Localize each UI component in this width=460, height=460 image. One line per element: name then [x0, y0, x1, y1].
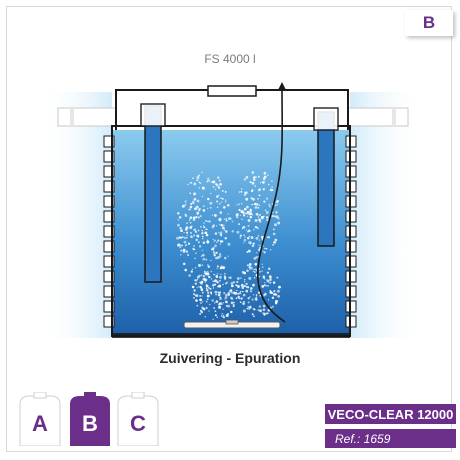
product-reference: Ref.: 1659	[325, 429, 456, 448]
stage-b-letter: B	[82, 411, 98, 436]
stage-c-letter: C	[130, 411, 146, 436]
inlet-dip-tube	[140, 103, 166, 283]
air-hose-arrow-icon	[278, 82, 286, 90]
stage-badge-letter: B	[422, 13, 436, 32]
stage-badge: B	[405, 10, 453, 36]
inlet-pipe	[57, 107, 117, 127]
outlet-pipe	[345, 107, 409, 127]
aeration-diffuser	[183, 319, 281, 329]
product-model: VECO-CLEAR 12000	[325, 404, 456, 424]
ground-left	[40, 92, 112, 338]
stage-b-tank-icon: B	[66, 392, 114, 446]
stage-a-letter: A	[32, 411, 48, 436]
air-hose	[257, 87, 286, 323]
stage-c-tank-icon: C	[114, 392, 162, 446]
ground-right	[350, 92, 422, 338]
air-bubbles	[176, 171, 281, 320]
tank-bottom	[112, 333, 350, 338]
diagram-caption: Zuivering - Epuration	[159, 350, 301, 366]
tank-capacity-label: FS 4000 l	[204, 52, 256, 66]
outlet-dip-tube	[313, 107, 339, 247]
stage-selector: A B C	[16, 392, 162, 446]
stage-a-tank-icon: A	[16, 392, 64, 446]
